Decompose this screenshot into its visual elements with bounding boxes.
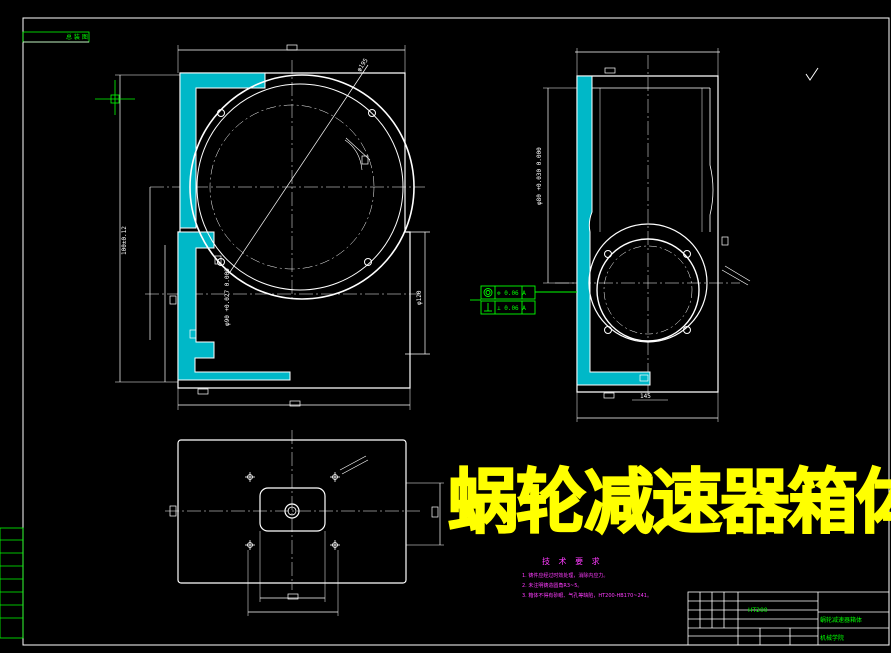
dim-width-bottom-right: 145	[640, 393, 651, 400]
tolerance-labels: ⊚ 0.06 A ⊥ 0.06 A	[497, 290, 526, 312]
tech-requirement-3: 3. 箱体不得有砂眼、气孔等缺陷，HT200-HB170~241。	[522, 593, 652, 599]
tech-requirements-title: 技 术 要 求	[542, 557, 603, 566]
title-block-part: 蜗轮减速器箱体	[820, 616, 862, 624]
title-block-material: HT200	[748, 607, 768, 614]
drawing-frame	[0, 17, 890, 646]
corner-label: 总 装 图	[66, 33, 88, 41]
drawing-title: 蜗轮减速器箱体	[447, 460, 891, 544]
front-view	[95, 44, 430, 410]
dim-bore-right: φ120	[416, 290, 423, 305]
side-view	[543, 48, 751, 422]
tech-requirement-2: 2. 未注明铸造圆角R3~5。	[522, 583, 583, 589]
tolerance-frame-1: ⊚ 0.06 A	[497, 290, 526, 297]
title-block-labels: HT200 蜗轮减速器箱体 机械学院 总 装 图	[66, 33, 862, 642]
title-block	[687, 591, 890, 646]
title-block-school: 机械学院	[820, 634, 844, 642]
left-margin-table	[0, 527, 24, 639]
dim-bore-mid: φ90 +0.027 0.000	[224, 268, 231, 326]
tolerance-frames	[470, 285, 577, 315]
top-view	[165, 430, 444, 616]
tolerance-frame-2: ⊥ 0.06 A	[497, 305, 526, 312]
dim-bore-side: φ80 +0.030 0.000	[536, 147, 543, 205]
tech-requirement-1: 1. 铸件应经过时效处理，消除内应力。	[522, 573, 609, 579]
surface-finish-check-icon	[805, 67, 819, 81]
dim-height-left: 100±0.12	[121, 226, 128, 255]
